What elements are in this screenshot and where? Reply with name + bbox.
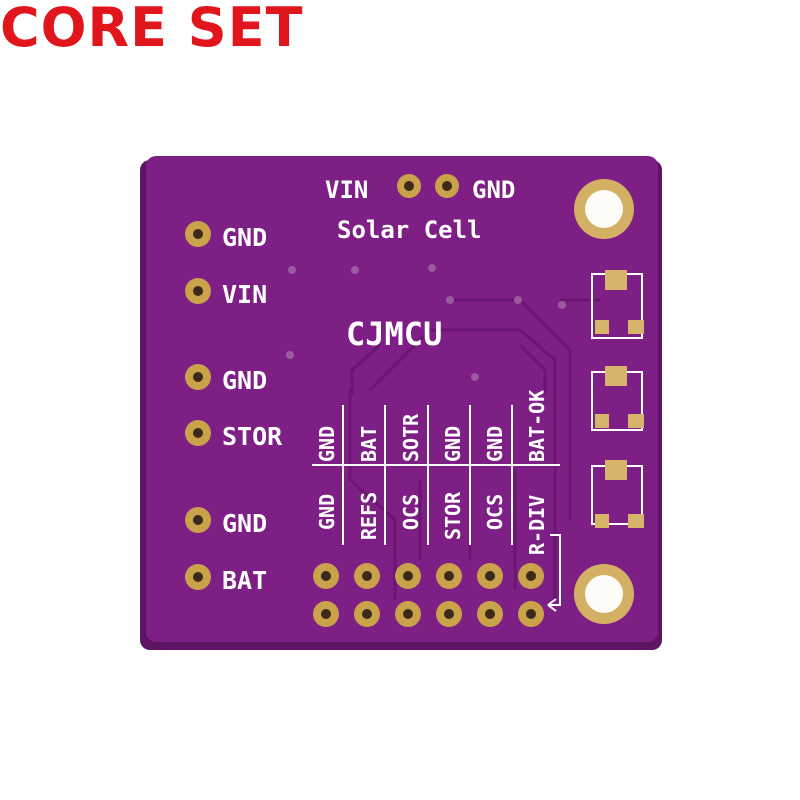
- board-surface: [146, 156, 658, 642]
- solar-vin-label: VIN: [325, 176, 368, 204]
- lower-label-4: STOR: [441, 491, 465, 540]
- rdiv-arrow: [548, 534, 561, 606]
- upper-label-2: BAT: [357, 426, 381, 462]
- upper-label-3: SOTR: [399, 413, 423, 462]
- lower-label-5: OCS: [483, 494, 507, 530]
- left-pin-label-6: BAT: [222, 566, 267, 595]
- solar-gnd-label: GND: [472, 176, 515, 204]
- upper-label-5: GND: [483, 426, 507, 462]
- solar-cell-label: Solar Cell: [337, 216, 482, 244]
- chip-outline: [350, 343, 547, 395]
- cjmcu-logo: CJMCU: [346, 315, 442, 353]
- left-pin-label-4: STOR: [222, 422, 283, 451]
- header-pin-pads: [313, 563, 544, 627]
- left-pin-label-1: GND: [222, 223, 267, 252]
- silkscreen-dividers: [312, 405, 560, 545]
- solar-header-pads: [397, 174, 459, 198]
- rdiv-arrow-head: [547, 598, 557, 612]
- upper-label-4: GND: [441, 426, 465, 462]
- upper-label-1: GND: [315, 426, 339, 462]
- lower-label-6: R-DIV: [525, 495, 549, 555]
- brand-title: CORE SET: [0, 0, 304, 59]
- right-smd-pads: [591, 270, 644, 528]
- left-pin-label-3: GND: [222, 366, 267, 395]
- lower-label-2: REFS: [357, 492, 381, 540]
- lower-label-1: GND: [315, 494, 339, 530]
- left-pin-pads: [185, 221, 211, 590]
- upper-label-6: BAT-OK: [525, 390, 549, 462]
- vias: [286, 264, 566, 381]
- left-pin-label-2: VIN: [222, 280, 267, 309]
- left-pin-label-5: GND: [222, 509, 267, 538]
- lower-label-3: OCS: [399, 494, 423, 530]
- mounting-holes: [574, 179, 634, 624]
